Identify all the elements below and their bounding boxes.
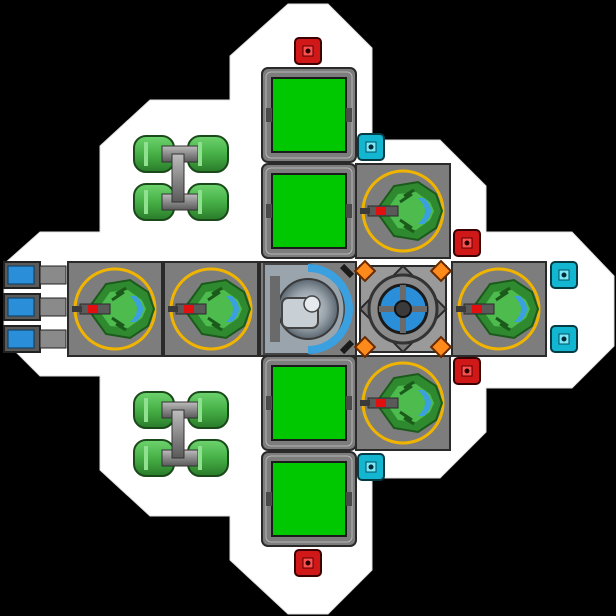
turret-upper[interactable] [354,162,452,260]
red-connector-right-lower[interactable] [453,357,481,385]
cyan-connector-upper[interactable] [357,133,385,161]
thruster-top[interactable] [3,261,67,289]
turret-right[interactable] [450,260,548,358]
armor-panel-1[interactable] [261,67,357,163]
red-connector-right-upper[interactable] [453,229,481,257]
cyan-connector-right-bottom[interactable] [550,325,578,353]
armor-panel-2[interactable] [261,163,357,259]
reactor-core[interactable] [353,259,453,359]
red-connector-top[interactable] [294,37,322,65]
cyan-connector-lower[interactable] [357,453,385,481]
red-connector-bottom[interactable] [294,549,322,577]
armor-panel-3[interactable] [261,355,357,451]
cockpit-module[interactable] [259,261,357,357]
armor-panel-4[interactable] [261,451,357,547]
thruster-middle[interactable] [3,293,67,321]
turret-lower[interactable] [354,354,452,452]
turret-left-outer[interactable] [66,260,164,358]
thruster-bottom[interactable] [3,325,67,353]
turret-left-inner[interactable] [162,260,260,358]
cyan-connector-right-top[interactable] [550,261,578,289]
thruster-bank[interactable] [3,261,67,353]
